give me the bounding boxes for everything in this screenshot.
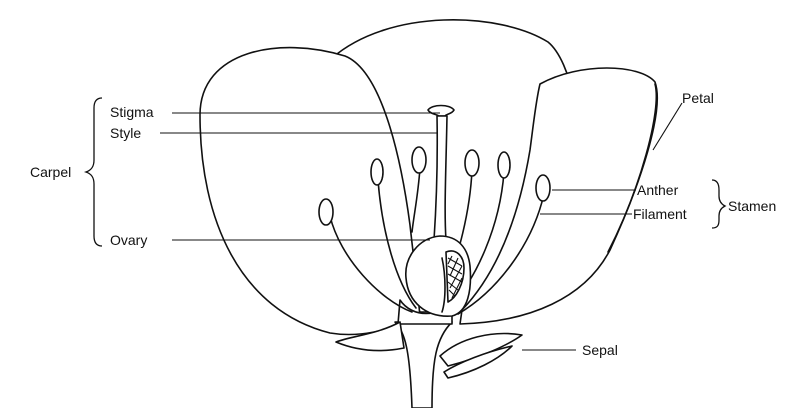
ovary-label: Ovary bbox=[110, 232, 147, 248]
stamen-label: Stamen bbox=[728, 198, 776, 214]
stigma-label: Stigma bbox=[110, 104, 154, 120]
style-label: Style bbox=[110, 125, 141, 141]
anther-1 bbox=[319, 199, 333, 225]
stamen-brace bbox=[712, 180, 725, 228]
anther-4 bbox=[465, 150, 479, 176]
anther-3 bbox=[412, 147, 426, 173]
anther-5 bbox=[498, 152, 510, 178]
filament-label: Filament bbox=[633, 206, 687, 222]
anther-label: Anther bbox=[637, 182, 679, 198]
anther-6 bbox=[536, 175, 550, 201]
carpel-brace bbox=[86, 98, 102, 246]
carpel-label: Carpel bbox=[30, 164, 71, 180]
anther-2 bbox=[371, 159, 383, 185]
stem bbox=[395, 322, 452, 408]
sepal-label: Sepal bbox=[582, 342, 618, 358]
petal-label: Petal bbox=[682, 90, 714, 106]
